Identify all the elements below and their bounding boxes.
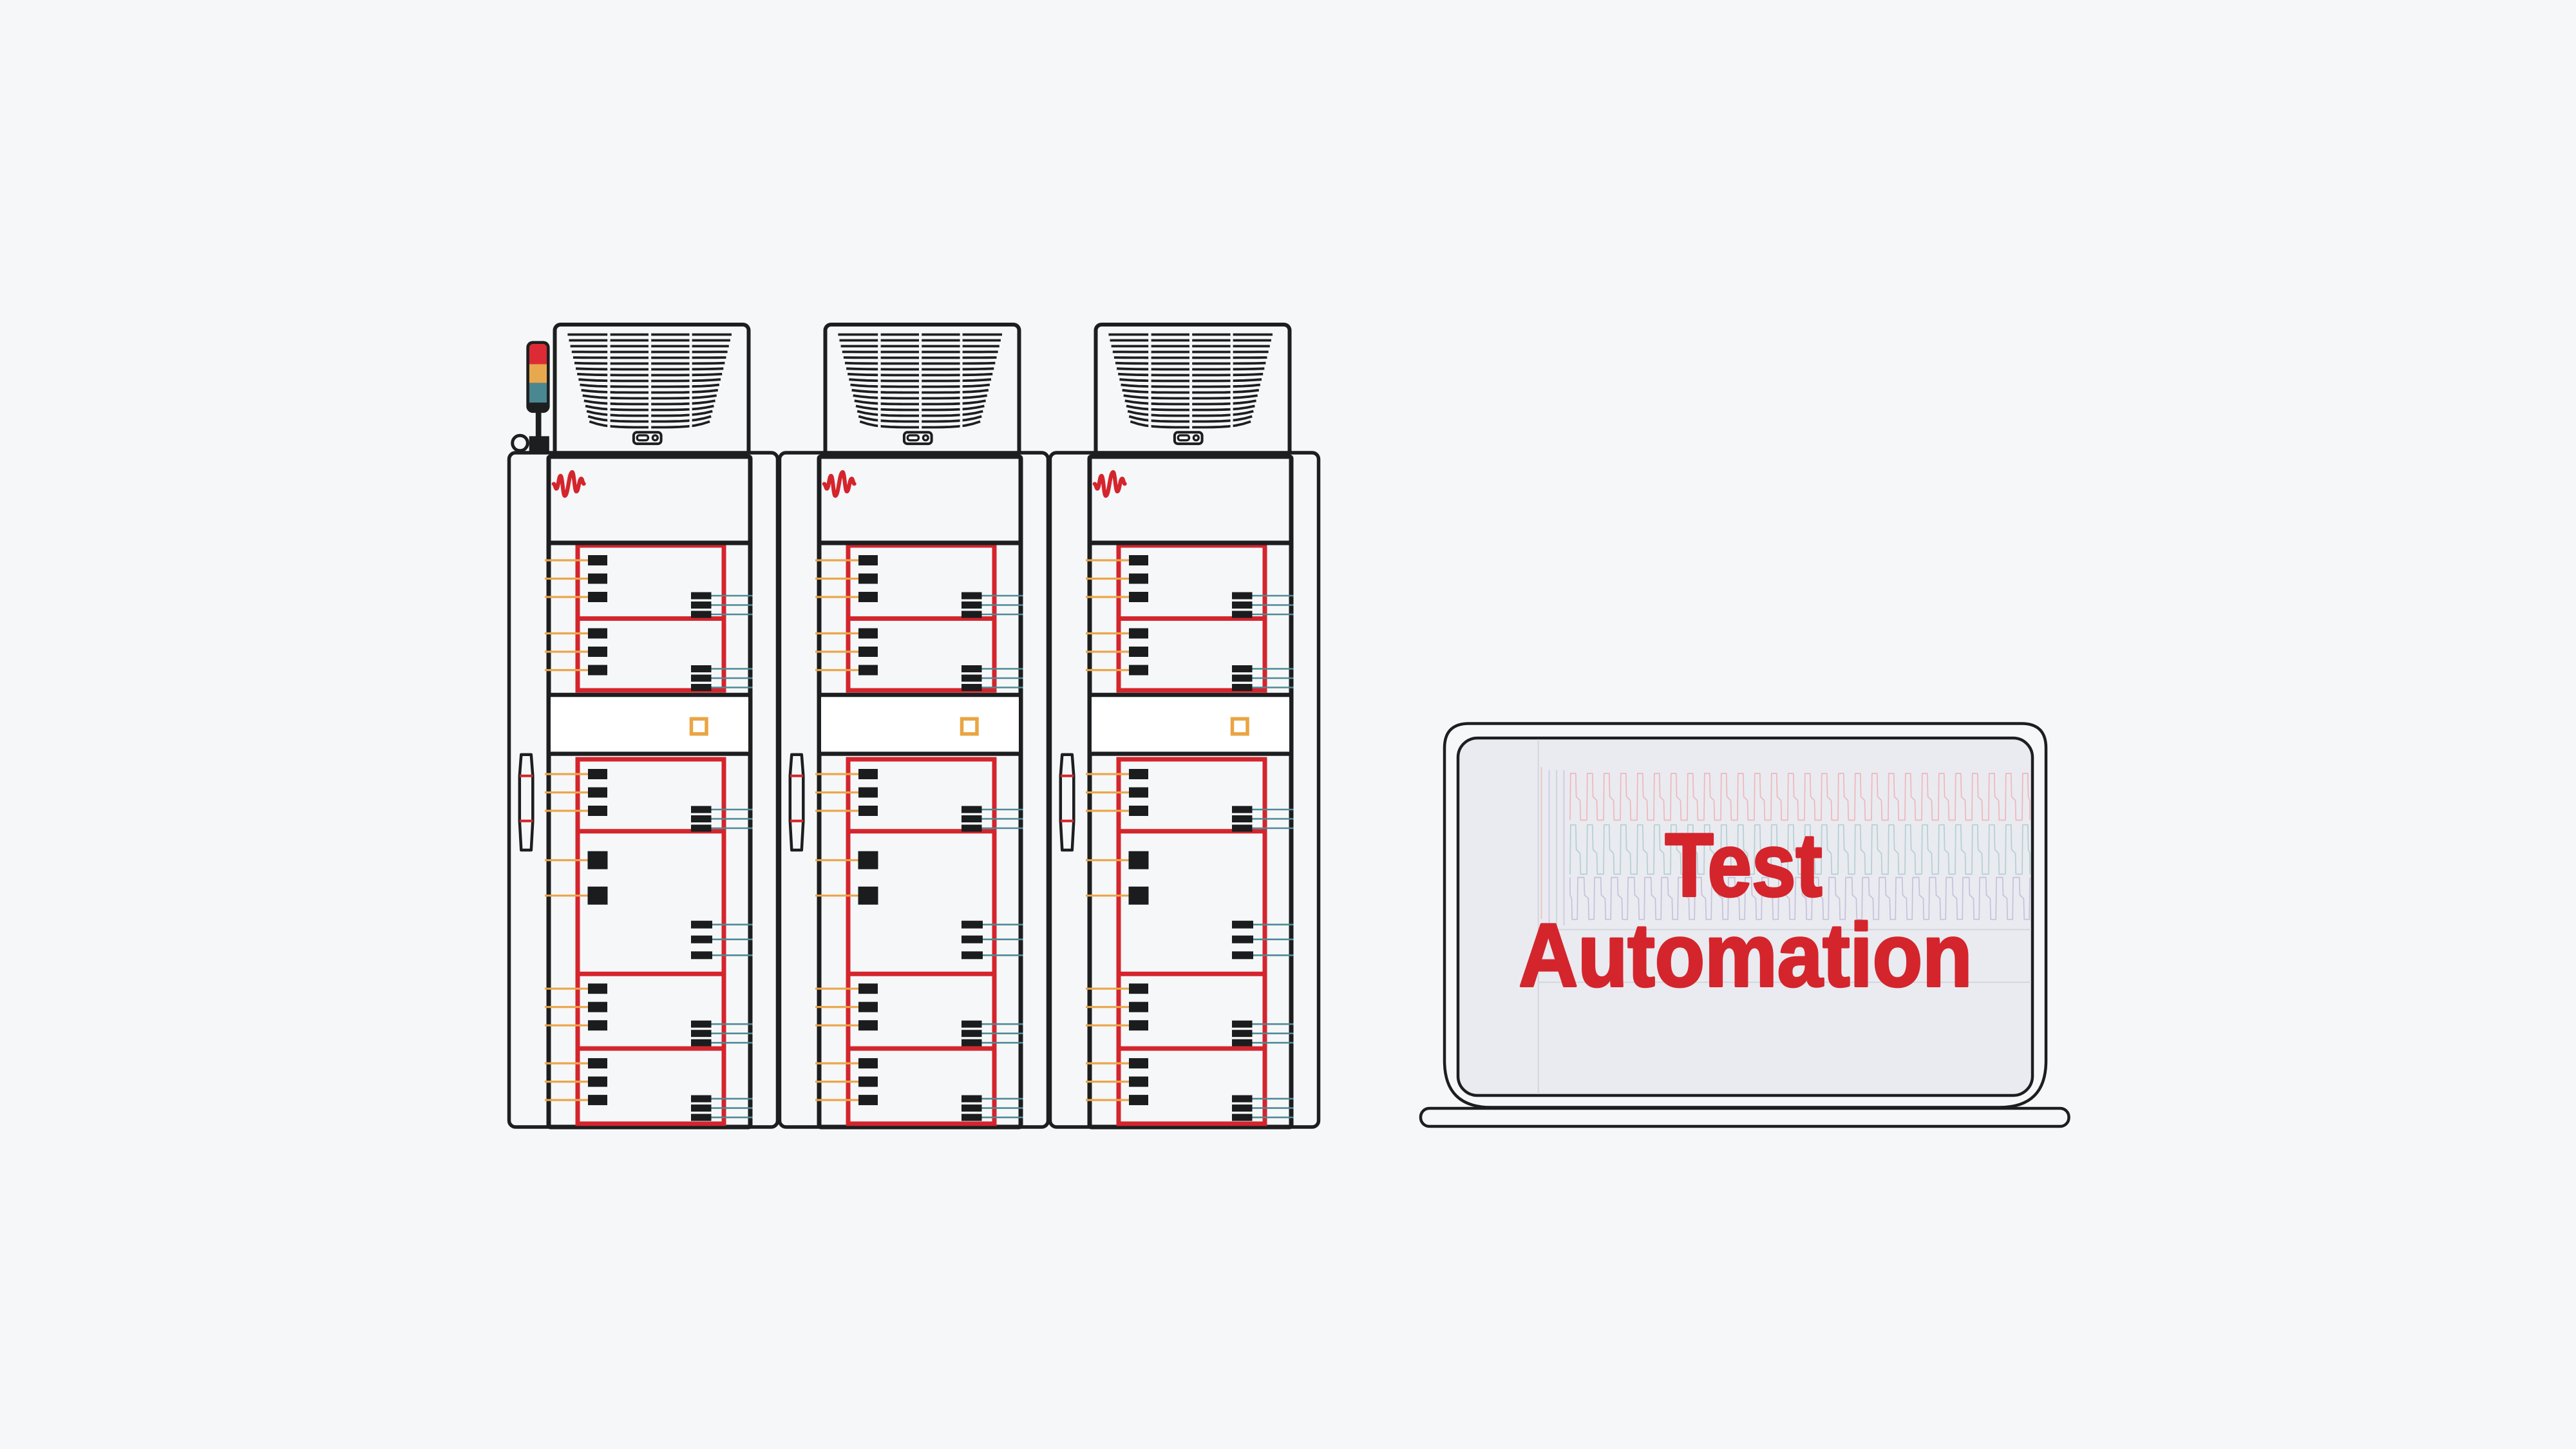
svg-text:Automation: Automation <box>1519 905 1973 1005</box>
svg-text:Test: Test <box>1665 815 1823 915</box>
